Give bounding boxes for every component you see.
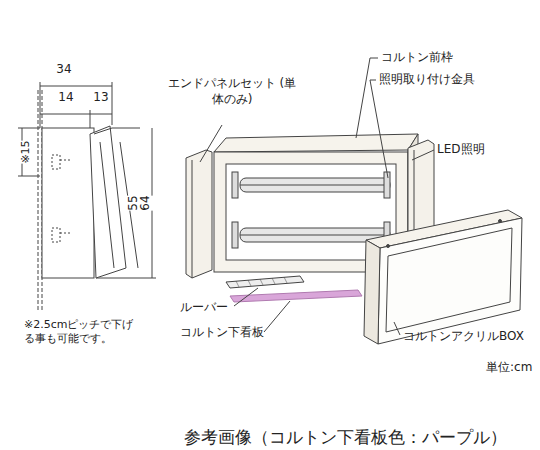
unit-note: 単位:cm — [486, 360, 532, 376]
part-label: LED照明 — [437, 142, 485, 158]
dimension: ※15 — [19, 140, 33, 163]
caption: 参考画像（コルトン下看板色：パープル） — [184, 426, 507, 448]
dimension: 34 — [56, 62, 71, 78]
part-label: エンドパネルセット (単体のみ) — [167, 76, 297, 107]
dimension: 64 — [138, 195, 154, 210]
dimension: 13 — [93, 90, 108, 106]
note: ※2.5cmピッチで下げる事も可能です。 — [24, 318, 142, 347]
dimension: 14 — [58, 90, 73, 106]
part-label: 照明取り付け金具 — [379, 72, 475, 88]
part-label: コルトン下看板 — [180, 325, 264, 341]
part-label: コルトン前枠 — [381, 50, 453, 66]
part-label: ルーバー — [180, 300, 228, 316]
part-label: コルトンアクリルBOX — [403, 329, 524, 345]
